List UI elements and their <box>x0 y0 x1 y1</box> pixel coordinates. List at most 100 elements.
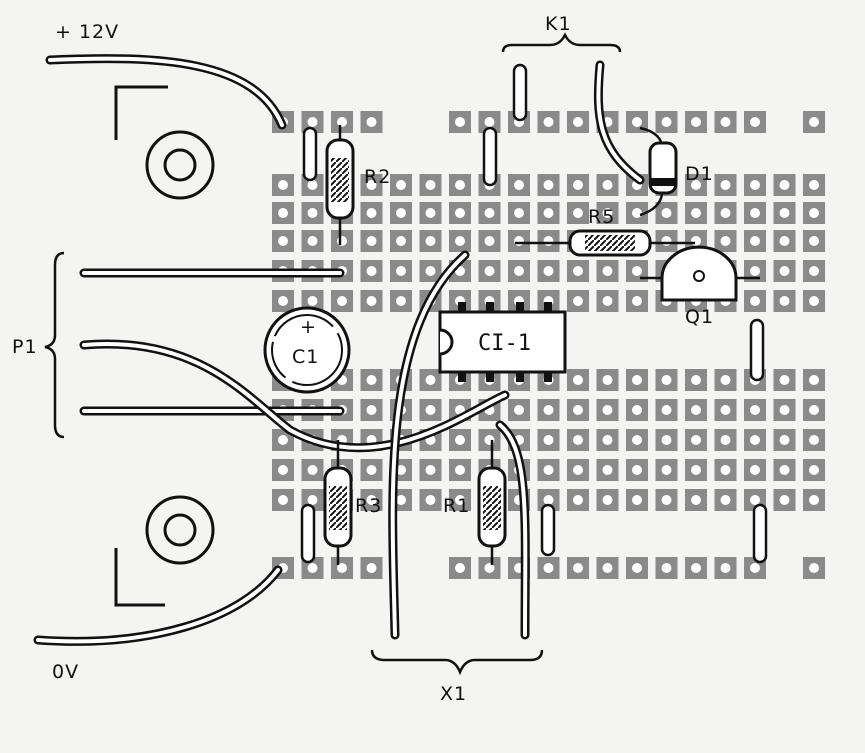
pad-hole <box>632 465 642 475</box>
pad-hole <box>455 435 465 445</box>
pad-hole <box>720 375 731 385</box>
pad-hole <box>337 117 347 127</box>
pad-hole <box>573 180 583 190</box>
label-p1: P1 <box>12 336 38 358</box>
pad-hole <box>661 563 672 573</box>
pad-hole <box>543 563 554 573</box>
diode-d1 <box>639 126 678 217</box>
pad-hole <box>779 266 790 276</box>
label-r3: R3 <box>355 495 382 517</box>
pad-hole <box>691 495 701 505</box>
pad-hole <box>396 208 406 218</box>
ic-pin <box>544 372 552 382</box>
pad-hole <box>366 117 377 127</box>
pad-hole <box>750 208 760 218</box>
pad-hole <box>543 435 554 445</box>
pad-hole <box>691 375 701 385</box>
wire-plus-12v <box>45 54 287 130</box>
pad-hole <box>779 236 790 246</box>
pad-hole <box>543 180 554 190</box>
pad-hole <box>543 117 554 127</box>
pad-hole <box>366 495 377 505</box>
pad-hole <box>720 117 731 127</box>
pad-hole <box>455 208 465 218</box>
pad-hole <box>337 296 347 306</box>
pad-hole <box>720 495 731 505</box>
pad-hole <box>396 465 406 475</box>
pad-hole <box>543 495 554 505</box>
label-r1: R1 <box>443 495 470 517</box>
pad-hole <box>455 465 465 475</box>
pad-hole <box>779 405 790 415</box>
pad-hole <box>425 266 436 276</box>
pad-hole <box>602 266 613 276</box>
pad-hole <box>750 266 760 276</box>
pad-hole <box>602 208 613 218</box>
pad-hole <box>720 180 731 190</box>
pad-hole <box>484 117 495 127</box>
pad-hole <box>661 405 672 415</box>
label-c1-plus: + <box>300 316 317 338</box>
pad-hole <box>661 236 672 246</box>
resistor-r2 <box>325 125 355 245</box>
label-q1: Q1 <box>685 306 714 328</box>
pad-hole <box>602 495 613 505</box>
pad-hole <box>366 375 377 385</box>
pad-hole <box>396 266 406 276</box>
pad-hole <box>573 495 583 505</box>
pad-hole <box>396 296 406 306</box>
pad-hole <box>691 465 701 475</box>
pad-hole <box>691 180 701 190</box>
pad-hole <box>661 375 672 385</box>
label-k1: K1 <box>545 13 572 35</box>
label-ci-1: CI-1 <box>478 331 531 356</box>
pad-hole <box>573 435 583 445</box>
transistor-q1 <box>640 245 760 302</box>
pad-hole <box>779 208 790 218</box>
pad-hole <box>366 405 377 415</box>
pad-hole <box>632 563 642 573</box>
pad-hole <box>278 296 288 306</box>
pad-hole <box>337 236 347 246</box>
jumper-link <box>749 318 765 382</box>
pad-hole <box>750 465 760 475</box>
pad-hole <box>809 495 819 505</box>
pot-p1-leads <box>44 251 510 453</box>
pad-hole <box>632 117 642 127</box>
pad-hole <box>750 435 760 445</box>
relay-k1-wires <box>501 32 645 185</box>
pad-hole <box>750 563 760 573</box>
pad-hole <box>720 208 731 218</box>
pad-hole <box>514 266 524 276</box>
pad-hole <box>484 236 495 246</box>
pad-hole <box>425 208 436 218</box>
jumper-link <box>540 503 556 557</box>
pad-hole <box>543 405 554 415</box>
pad-hole <box>720 465 731 475</box>
pad-hole <box>307 465 318 475</box>
label-d1: D1 <box>685 163 714 185</box>
pad-hole <box>425 405 436 415</box>
pad-hole <box>425 465 436 475</box>
label-c1: C1 <box>292 346 319 368</box>
pad-hole <box>809 405 819 415</box>
pad-hole <box>779 296 790 306</box>
ic-ci-1 <box>438 302 567 382</box>
pad-hole <box>632 296 642 306</box>
ic-pin <box>516 302 524 312</box>
pad-hole <box>307 563 318 573</box>
pad-hole <box>720 563 731 573</box>
pad-hole <box>602 563 613 573</box>
pad-hole <box>809 563 819 573</box>
pad-hole <box>661 208 672 218</box>
pad-hole <box>543 465 554 475</box>
mounting-hole-bottom <box>114 495 215 607</box>
pad-hole <box>307 296 318 306</box>
pad-hole <box>337 563 347 573</box>
pad-hole <box>573 465 583 475</box>
pad-hole <box>632 208 642 218</box>
pad-hole <box>691 563 701 573</box>
pad-hole <box>366 296 377 306</box>
jumper-link <box>300 503 316 564</box>
